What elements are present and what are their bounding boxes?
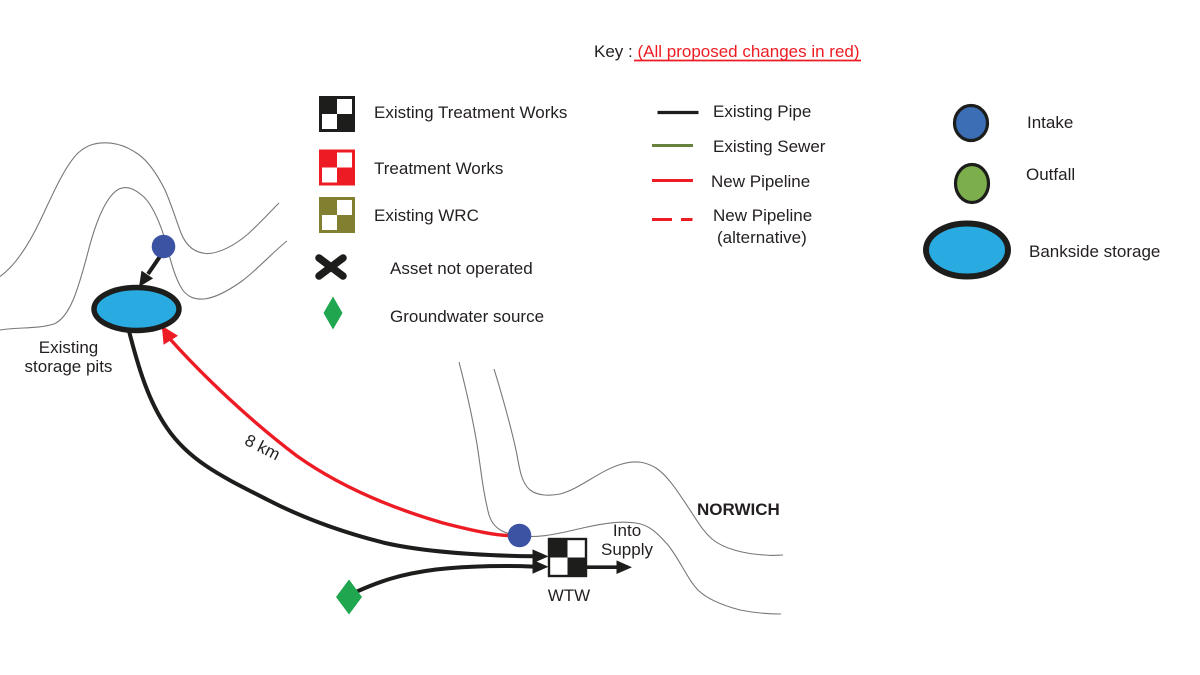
svg-text:Treatment Works: Treatment Works xyxy=(374,159,503,178)
svg-text:storage pits: storage pits xyxy=(25,357,113,376)
svg-text:Groundwater source: Groundwater source xyxy=(390,307,544,326)
svg-text:Into: Into xyxy=(613,521,641,540)
svg-text:New Pipeline: New Pipeline xyxy=(711,172,810,191)
svg-text:Existing WRC: Existing WRC xyxy=(374,206,479,225)
svg-text:Asset not operated: Asset not operated xyxy=(390,259,533,278)
svg-text:Intake: Intake xyxy=(1027,113,1073,132)
svg-text:Existing Sewer: Existing Sewer xyxy=(713,137,826,156)
svg-text:Existing Treatment Works: Existing Treatment Works xyxy=(374,103,567,122)
svg-text:Bankside storage: Bankside storage xyxy=(1029,242,1160,261)
svg-text:NORWICH: NORWICH xyxy=(697,500,780,519)
svg-text:WTW: WTW xyxy=(548,586,590,605)
svg-text:New Pipeline: New Pipeline xyxy=(713,206,812,225)
svg-text:Supply: Supply xyxy=(601,540,653,559)
svg-text:Existing Pipe: Existing Pipe xyxy=(713,102,811,121)
svg-text:8 km: 8 km xyxy=(242,431,283,465)
svg-text:Key : (All proposed changes in: Key : (All proposed changes in red) xyxy=(594,42,860,61)
svg-text:Existing: Existing xyxy=(39,338,99,357)
svg-text:Outfall: Outfall xyxy=(1026,165,1075,184)
svg-text:(alternative): (alternative) xyxy=(717,228,807,247)
